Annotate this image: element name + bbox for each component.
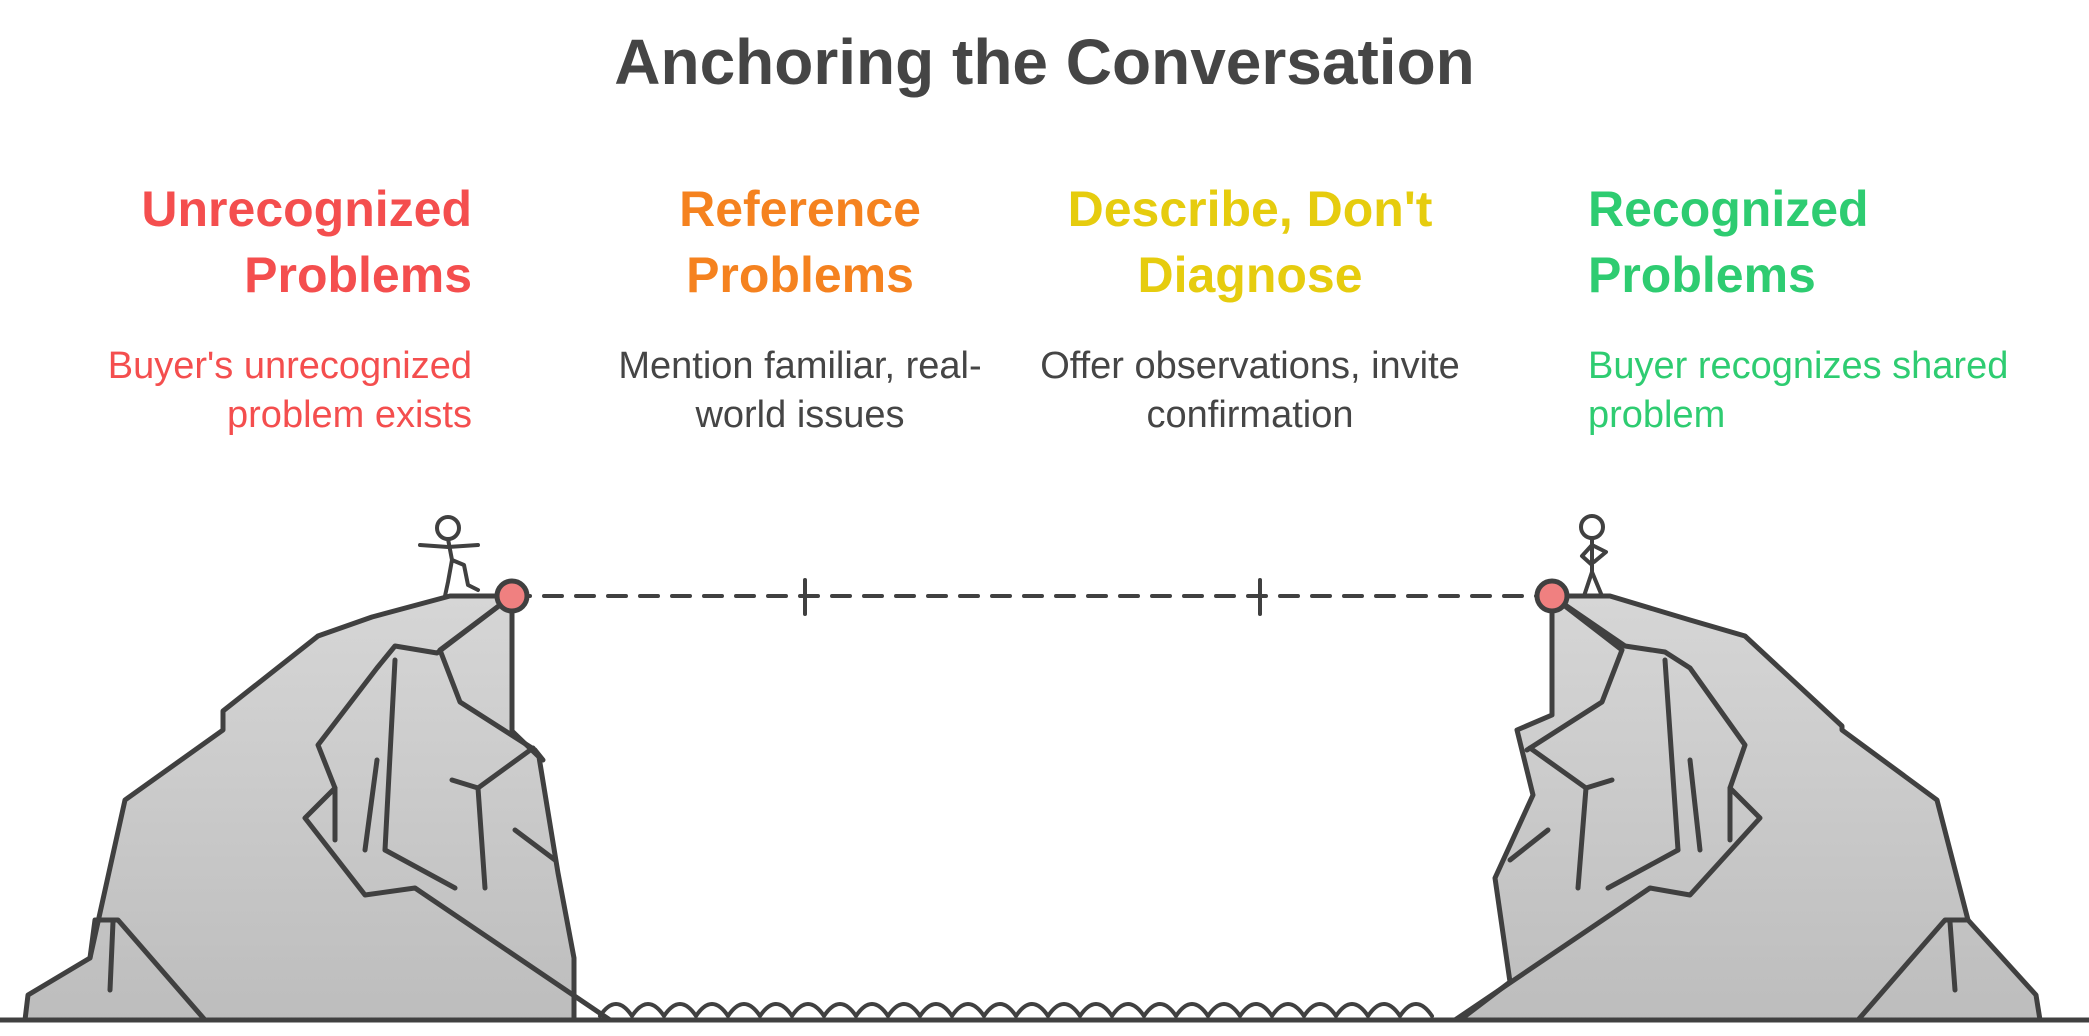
dashed-bridge-line: [510, 578, 1554, 616]
stage-description: Mention familiar, real-world issues: [618, 345, 982, 436]
page-title: Anchoring the Conversation: [614, 26, 1475, 98]
stage-unrecognized-problems: Unrecognized Problems Buyer's unrecogniz…: [60, 176, 472, 440]
stage-heading: Recognized Problems: [1588, 181, 1869, 303]
stage-reference-problems: Reference Problems Mention familiar, rea…: [590, 176, 1010, 440]
stage-recognized-problems: Recognized Problems Buyer recognizes sha…: [1588, 176, 2058, 440]
stage-describe-dont-diagnose: Describe, Don't Diagnose Offer observati…: [1040, 176, 1460, 440]
stage-heading: Describe, Don't Diagnose: [1067, 181, 1433, 303]
water-waves-icon: [598, 1002, 1434, 1018]
stage-heading: Unrecognized Problems: [141, 181, 472, 303]
stick-figure-stepping-icon: [418, 515, 480, 598]
stage-description: Buyer recognizes shared problem: [1588, 345, 2009, 436]
right-cliff-icon: [1452, 593, 2043, 1023]
stage-heading: Reference Problems: [679, 181, 921, 303]
right-anchor-dot: [1534, 578, 1570, 614]
stage-description: Buyer's unrecognized problem exists: [107, 345, 472, 436]
left-anchor-dot: [494, 578, 530, 614]
left-cliff-icon: [22, 593, 613, 1023]
stage-description: Offer observations, invite confirmation: [1040, 345, 1460, 436]
stick-figure-standing-icon: [1579, 514, 1608, 598]
